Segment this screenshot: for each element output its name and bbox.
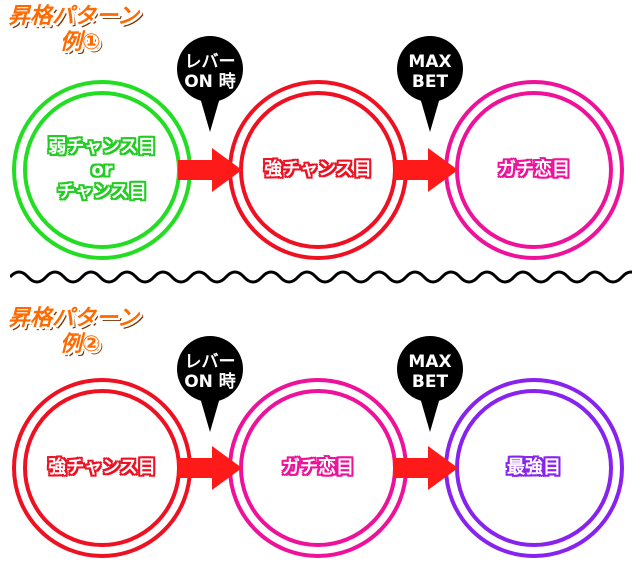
pattern2-stage1-circle: 強チャンス目 — [12, 378, 192, 558]
pattern2-trigger2-bubble: MAX BET — [395, 334, 465, 434]
pattern1-arrow1-icon — [178, 148, 242, 192]
pattern1-trigger2-line1: MAX — [408, 52, 452, 72]
pattern2-arrow1-icon — [178, 446, 242, 490]
pattern2-stage2-circle: ガチ恋目 — [228, 378, 408, 558]
pattern2-stage1-label: 強チャンス目 — [48, 456, 156, 478]
pattern1-stage1-line2: or — [91, 158, 113, 180]
speech-bubble-icon — [177, 36, 243, 132]
pattern2-stage3-label: 最強目 — [507, 456, 561, 478]
pattern1-arrow2-icon — [394, 148, 458, 192]
pattern1-trigger2-text: MAX BET — [395, 52, 465, 92]
pattern2-trigger2-line1: MAX — [408, 352, 452, 372]
pattern2-arrow2-icon — [394, 446, 458, 490]
pattern2-trigger1-text: レバー ON 時 — [175, 352, 245, 392]
pattern1-stage2-label: 強チャンス目 — [264, 158, 372, 180]
pattern2-title: 昇格パターン — [8, 306, 139, 331]
pattern2-trigger1-line2: ON 時 — [184, 372, 236, 393]
pattern1-stage3-label: ガチ恋目 — [498, 158, 570, 180]
pattern2-trigger1-bubble: レバー ON 時 — [175, 334, 245, 434]
speech-bubble-icon — [177, 336, 243, 432]
pattern2-trigger2-text: MAX BET — [395, 352, 465, 392]
wave-divider — [10, 270, 632, 284]
pattern1-title: 昇格パターン — [8, 4, 139, 29]
pattern2-stage2-label: ガチ恋目 — [282, 456, 354, 478]
pattern1-stage3-circle: ガチ恋目 — [444, 80, 624, 260]
pattern2-stage3-circle: 最強目 — [444, 378, 624, 558]
pattern1-trigger1-text: レバー ON 時 — [175, 52, 245, 92]
pattern2-example: 例② — [60, 332, 101, 357]
pattern1-stage1-line1: 弱チャンス目 — [48, 136, 156, 158]
pattern1-trigger1-bubble: レバー ON 時 — [175, 34, 245, 134]
pattern1-trigger2-bubble: MAX BET — [395, 34, 465, 134]
pattern1-trigger1-line1: レバー — [184, 52, 236, 72]
pattern1-example: 例① — [60, 30, 101, 55]
pattern2-trigger1-line1: レバー — [184, 352, 236, 372]
pattern1-trigger1-line2: ON 時 — [184, 72, 236, 93]
pattern2-trigger2-line2: BET — [411, 372, 449, 393]
pattern1-stage1-circle: 弱チャンス目 or チャンス目 — [12, 80, 192, 260]
pattern1-stage1-label: 弱チャンス目 or チャンス目 — [16, 136, 188, 204]
pattern1-stage1-line3: チャンス目 — [57, 181, 147, 203]
pattern1-trigger2-line2: BET — [411, 72, 449, 93]
speech-bubble-icon — [397, 36, 463, 132]
speech-bubble-icon — [397, 336, 463, 432]
pattern1-stage2-circle: 強チャンス目 — [228, 80, 408, 260]
